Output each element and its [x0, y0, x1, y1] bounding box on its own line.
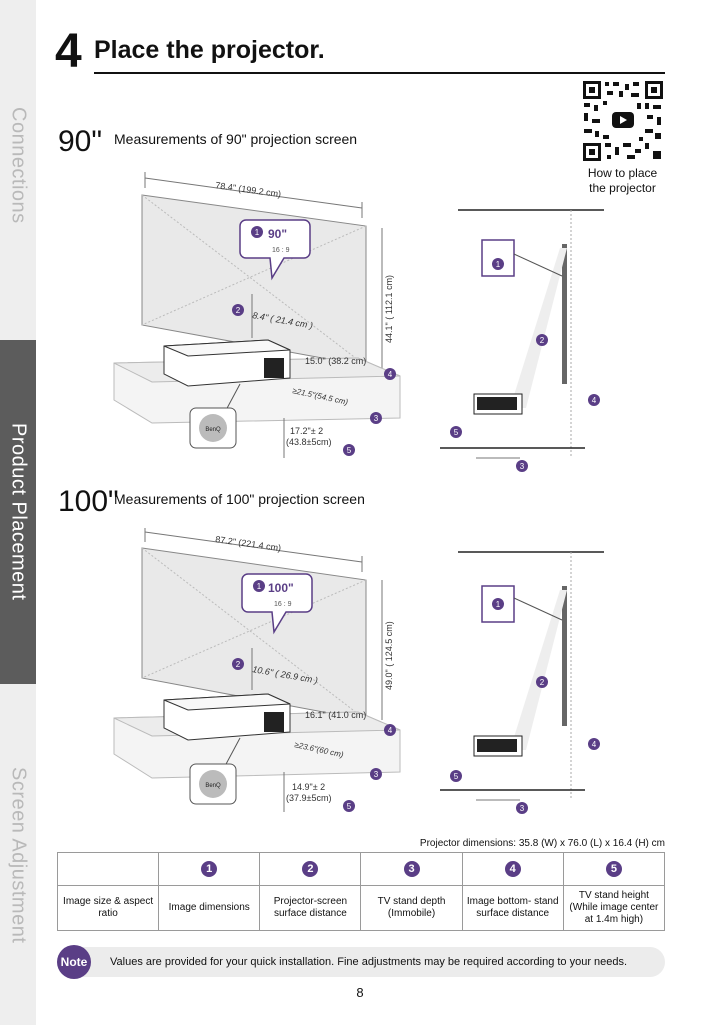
- height-label: 49.0" ( 124.5 cm): [384, 621, 394, 690]
- logo-text: BenQ: [205, 783, 221, 789]
- step-number: 4: [55, 25, 82, 78]
- svg-text:1: 1: [257, 582, 262, 591]
- qr-caption: How to place the projector: [570, 166, 675, 196]
- svg-text:3: 3: [374, 770, 379, 779]
- note-badge: Note: [57, 945, 91, 979]
- page-number: 8: [356, 985, 364, 1000]
- dist5-line2: (43.8±5cm): [286, 437, 331, 447]
- svg-text:5: 5: [454, 772, 459, 781]
- number-badge: 3: [403, 861, 420, 877]
- legend-table: 1 2 3 4 5 Image size & aspect ratio Imag…: [56, 852, 666, 931]
- svg-text:3: 3: [520, 462, 525, 471]
- svg-text:2: 2: [236, 306, 241, 315]
- legend-cell: TV stand depth (Immobile): [360, 885, 463, 931]
- qr-code[interactable]: [581, 79, 665, 163]
- page-title: Place the projector.: [94, 36, 325, 64]
- aspect-label: 16 : 9: [274, 601, 292, 608]
- svg-text:5: 5: [347, 802, 352, 811]
- svg-text:4: 4: [388, 370, 393, 379]
- dist4-label: 15.0" (38.2 cm): [305, 356, 366, 366]
- qr-caption-line2: the projector: [589, 181, 656, 195]
- legend-header: 2: [259, 852, 362, 886]
- number-badge: 5: [605, 861, 622, 877]
- svg-text:5: 5: [347, 446, 352, 455]
- legend-number-row: 1 2 3 4 5: [56, 852, 666, 886]
- number-badge: 4: [504, 861, 521, 877]
- section-100-size: 100": [58, 485, 119, 518]
- legend-cell: TV stand height (While image center at 1…: [562, 885, 666, 931]
- svg-text:4: 4: [592, 396, 597, 405]
- tab-screen-adjustment-label: Screen Adjustment: [7, 766, 30, 944]
- number-badge: 1: [201, 861, 218, 877]
- screen-label: 90": [268, 227, 287, 241]
- aspect-label: 16 : 9: [272, 247, 290, 254]
- svg-text:4: 4: [592, 740, 597, 749]
- tab-product-placement-label: Product Placement: [7, 423, 30, 601]
- legend-cell: Image dimensions: [158, 885, 261, 931]
- svg-text:1: 1: [496, 600, 501, 609]
- header-divider: [94, 72, 665, 74]
- sidebar: Connections Product Placement Screen Adj…: [0, 0, 36, 1025]
- svg-text:1: 1: [496, 260, 501, 269]
- legend-cell: Projector-screen surface distance: [259, 885, 362, 931]
- tab-connections[interactable]: Connections: [0, 90, 36, 240]
- height-label: 44.1" ( 112.1 cm): [384, 275, 394, 343]
- svg-text:3: 3: [520, 804, 525, 813]
- number-badge: 2: [302, 861, 319, 877]
- legend-cell: Image bottom- stand surface distance: [461, 885, 564, 931]
- dist5-line2: (37.9±5cm): [286, 793, 331, 803]
- section-100-description: Measurements of 100" projection screen: [114, 491, 365, 507]
- qr-caption-line1: How to place: [587, 166, 658, 180]
- tab-connections-label: Connections: [7, 106, 30, 224]
- width-label: 87.2" (221.4 cm): [215, 534, 282, 553]
- legend-header: 1: [158, 852, 261, 886]
- diagram-90: 78.4" (199.2 cm) 44.1" ( 112.1 cm) 1 90"…: [113, 172, 604, 472]
- legend-header: 4: [461, 852, 564, 886]
- legend-cell: Image size & aspect ratio: [56, 885, 160, 931]
- screen-label: 100": [268, 581, 294, 595]
- legend-header: 5: [562, 852, 666, 886]
- section-90-description: Measurements of 90" projection screen: [114, 131, 358, 147]
- note-bar: [57, 947, 665, 977]
- dist4-label: 16.1" (41.0 cm): [305, 710, 366, 720]
- legend-header: 3: [360, 852, 463, 886]
- svg-text:1: 1: [255, 228, 260, 237]
- section-90-size: 90": [58, 125, 103, 158]
- tab-screen-adjustment[interactable]: Screen Adjustment: [0, 745, 36, 965]
- svg-text:5: 5: [454, 428, 459, 437]
- width-label: 78.4" (199.2 cm): [215, 180, 282, 199]
- projector-dimensions: Projector dimensions: 35.8 (W) x 76.0 (L…: [419, 838, 665, 849]
- logo-text: BenQ: [205, 427, 221, 433]
- svg-text:2: 2: [540, 336, 545, 345]
- diagram-100: 87.2" (221.4 cm) 49.0" ( 124.5 cm) 1 100…: [113, 528, 604, 814]
- svg-text:3: 3: [374, 414, 379, 423]
- legend-description-row: Image size & aspect ratio Image dimensio…: [56, 885, 666, 931]
- svg-text:4: 4: [388, 726, 393, 735]
- dist5-line1: 14.9"± 2: [292, 782, 325, 792]
- dist5-line1: 17.2"± 2: [290, 426, 323, 436]
- svg-text:2: 2: [236, 660, 241, 669]
- tab-product-placement[interactable]: Product Placement: [0, 340, 36, 684]
- svg-text:2: 2: [540, 678, 545, 687]
- note-text: Values are provided for your quick insta…: [110, 956, 628, 968]
- legend-header-blank: [56, 852, 160, 886]
